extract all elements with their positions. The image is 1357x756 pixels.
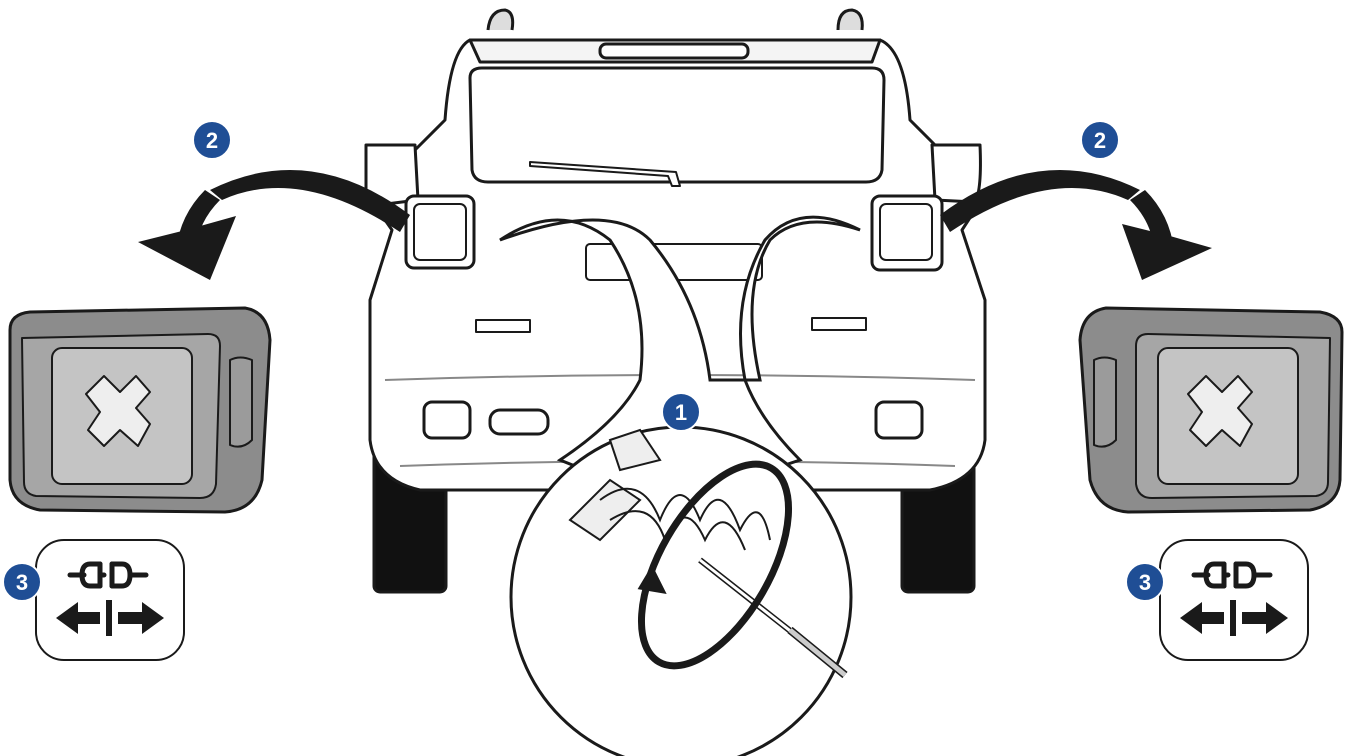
right-tail-lamp-inner	[880, 204, 932, 260]
callout-step-2-left: 2	[193, 121, 231, 159]
callout-step-2-right: 2	[1081, 121, 1119, 159]
zoom-circle	[511, 427, 851, 756]
callout-step-1: 1	[662, 393, 700, 431]
left-disconnect-box	[36, 540, 184, 660]
right-reflector	[812, 318, 866, 330]
left-tail-lamp-inner	[414, 204, 466, 260]
left-roof-rail	[488, 10, 513, 30]
callout-step-2-right-label: 2	[1094, 128, 1106, 153]
right-roof-rail	[838, 10, 862, 30]
left-backup-lamp	[424, 402, 470, 438]
callout-step-1-label: 1	[675, 400, 687, 425]
left-removed-tail-lamp	[10, 308, 270, 512]
callout-step-3-left-label: 3	[16, 570, 28, 595]
left-reflector	[476, 320, 530, 332]
callout-step-3-right-label: 3	[1139, 570, 1151, 595]
callout-step-3-right: 3	[1126, 563, 1164, 601]
left-bumper-lamp	[490, 410, 548, 434]
right-fender	[932, 145, 980, 202]
high-mount-stop-lamp	[600, 44, 748, 58]
right-disconnect-box	[1160, 540, 1308, 660]
callout-step-3-left: 3	[3, 563, 41, 601]
right-backup-lamp	[876, 402, 922, 438]
right-removed-tail-lamp	[1080, 308, 1342, 512]
callout-step-2-left-label: 2	[206, 128, 218, 153]
